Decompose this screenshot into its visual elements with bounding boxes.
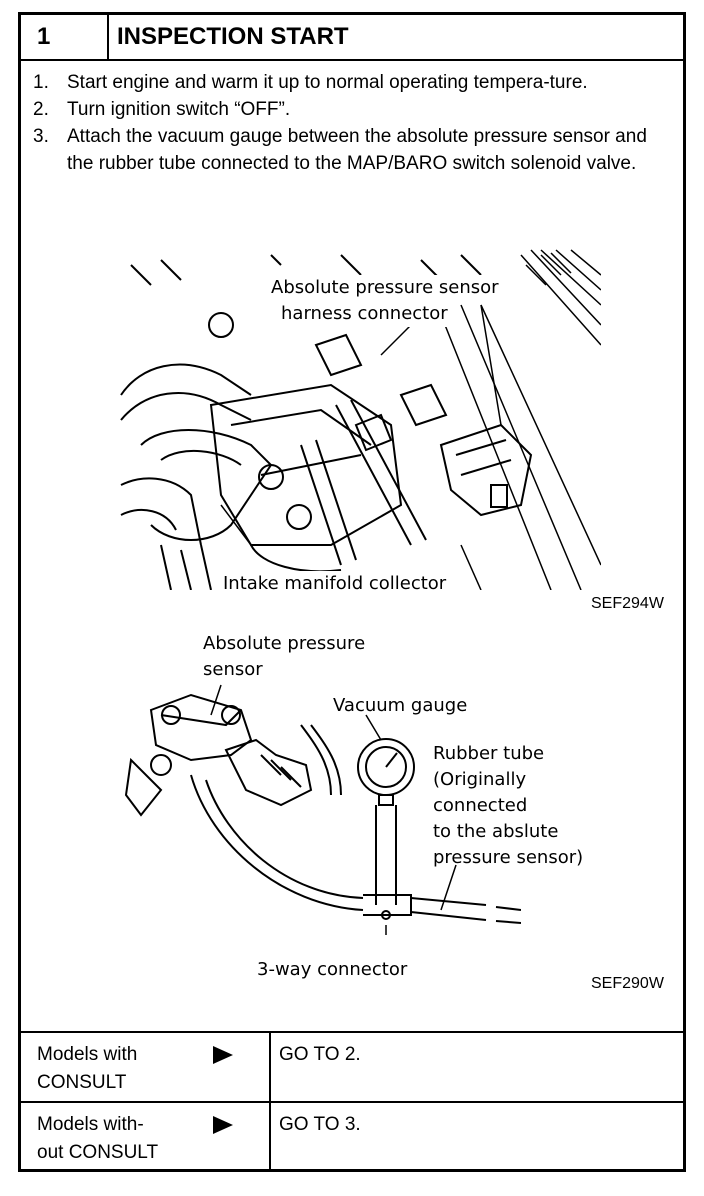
list-item: 1. Start engine and warm it up to normal… xyxy=(33,69,663,96)
nav-row-consult: Models with CONSULT GO TO 2. xyxy=(21,1031,683,1101)
nav-row-no-consult: Models with- out CONSULT GO TO 3. xyxy=(21,1101,683,1169)
inspection-table: 1 INSPECTION START 1. Start engine and w… xyxy=(18,12,686,1172)
step-text: Start engine and warm it up to normal op… xyxy=(67,72,588,93)
arrow-right-icon xyxy=(213,1046,233,1064)
sensor-label-line1: Absolute pressure xyxy=(203,633,366,654)
step-text: Turn ignition switch “OFF”. xyxy=(67,99,291,120)
nav-action: GO TO 2. xyxy=(279,1044,361,1065)
vacuum-gauge-figure: Absolute pressure sensor Vacuum gauge Ru… xyxy=(101,615,681,995)
nav-condition: Models with CONSULT xyxy=(21,1033,271,1101)
figure-code: SEF290W xyxy=(591,975,664,992)
condition-text: Models with CONSULT xyxy=(37,1044,138,1093)
rubber-tube-label: Rubber tube (Originally connected to the… xyxy=(433,743,584,868)
gauge-label: Vacuum gauge xyxy=(333,695,468,716)
figure-code: SEF294W xyxy=(591,595,664,612)
condition-text: Models with- out CONSULT xyxy=(37,1114,159,1163)
connector-label-line2: harness connector xyxy=(281,301,448,327)
engine-bay-figure: Absolute pressure sensor harness connect… xyxy=(101,245,681,612)
connector-label-line1: Absolute pressure sensor xyxy=(271,275,499,301)
step-title: INSPECTION START xyxy=(117,23,349,50)
list-item: 2. Turn ignition switch “OFF”. xyxy=(33,96,663,123)
three-way-connector-label: 3-way connector xyxy=(257,959,408,980)
nav-action: GO TO 3. xyxy=(279,1114,361,1135)
table-header: 1 INSPECTION START xyxy=(21,15,683,61)
engine-bay-illustration xyxy=(120,249,601,590)
step-index: 3. xyxy=(33,126,49,147)
list-item: 3. Attach the vacuum gauge between the a… xyxy=(33,123,663,177)
step-index: 1. xyxy=(33,72,49,93)
step-text: Attach the vacuum gauge between the abso… xyxy=(67,126,647,174)
step-number: 1 xyxy=(21,15,109,59)
nav-condition: Models with- out CONSULT xyxy=(21,1103,271,1169)
sensor-label-line2: sensor xyxy=(203,659,263,680)
step-index: 2. xyxy=(33,99,49,120)
instruction-list: 1. Start engine and warm it up to normal… xyxy=(33,69,663,177)
collector-label: Intake manifold collector xyxy=(223,571,447,597)
vacuum-gauge-illustration xyxy=(124,684,521,935)
arrow-right-icon xyxy=(213,1116,233,1134)
